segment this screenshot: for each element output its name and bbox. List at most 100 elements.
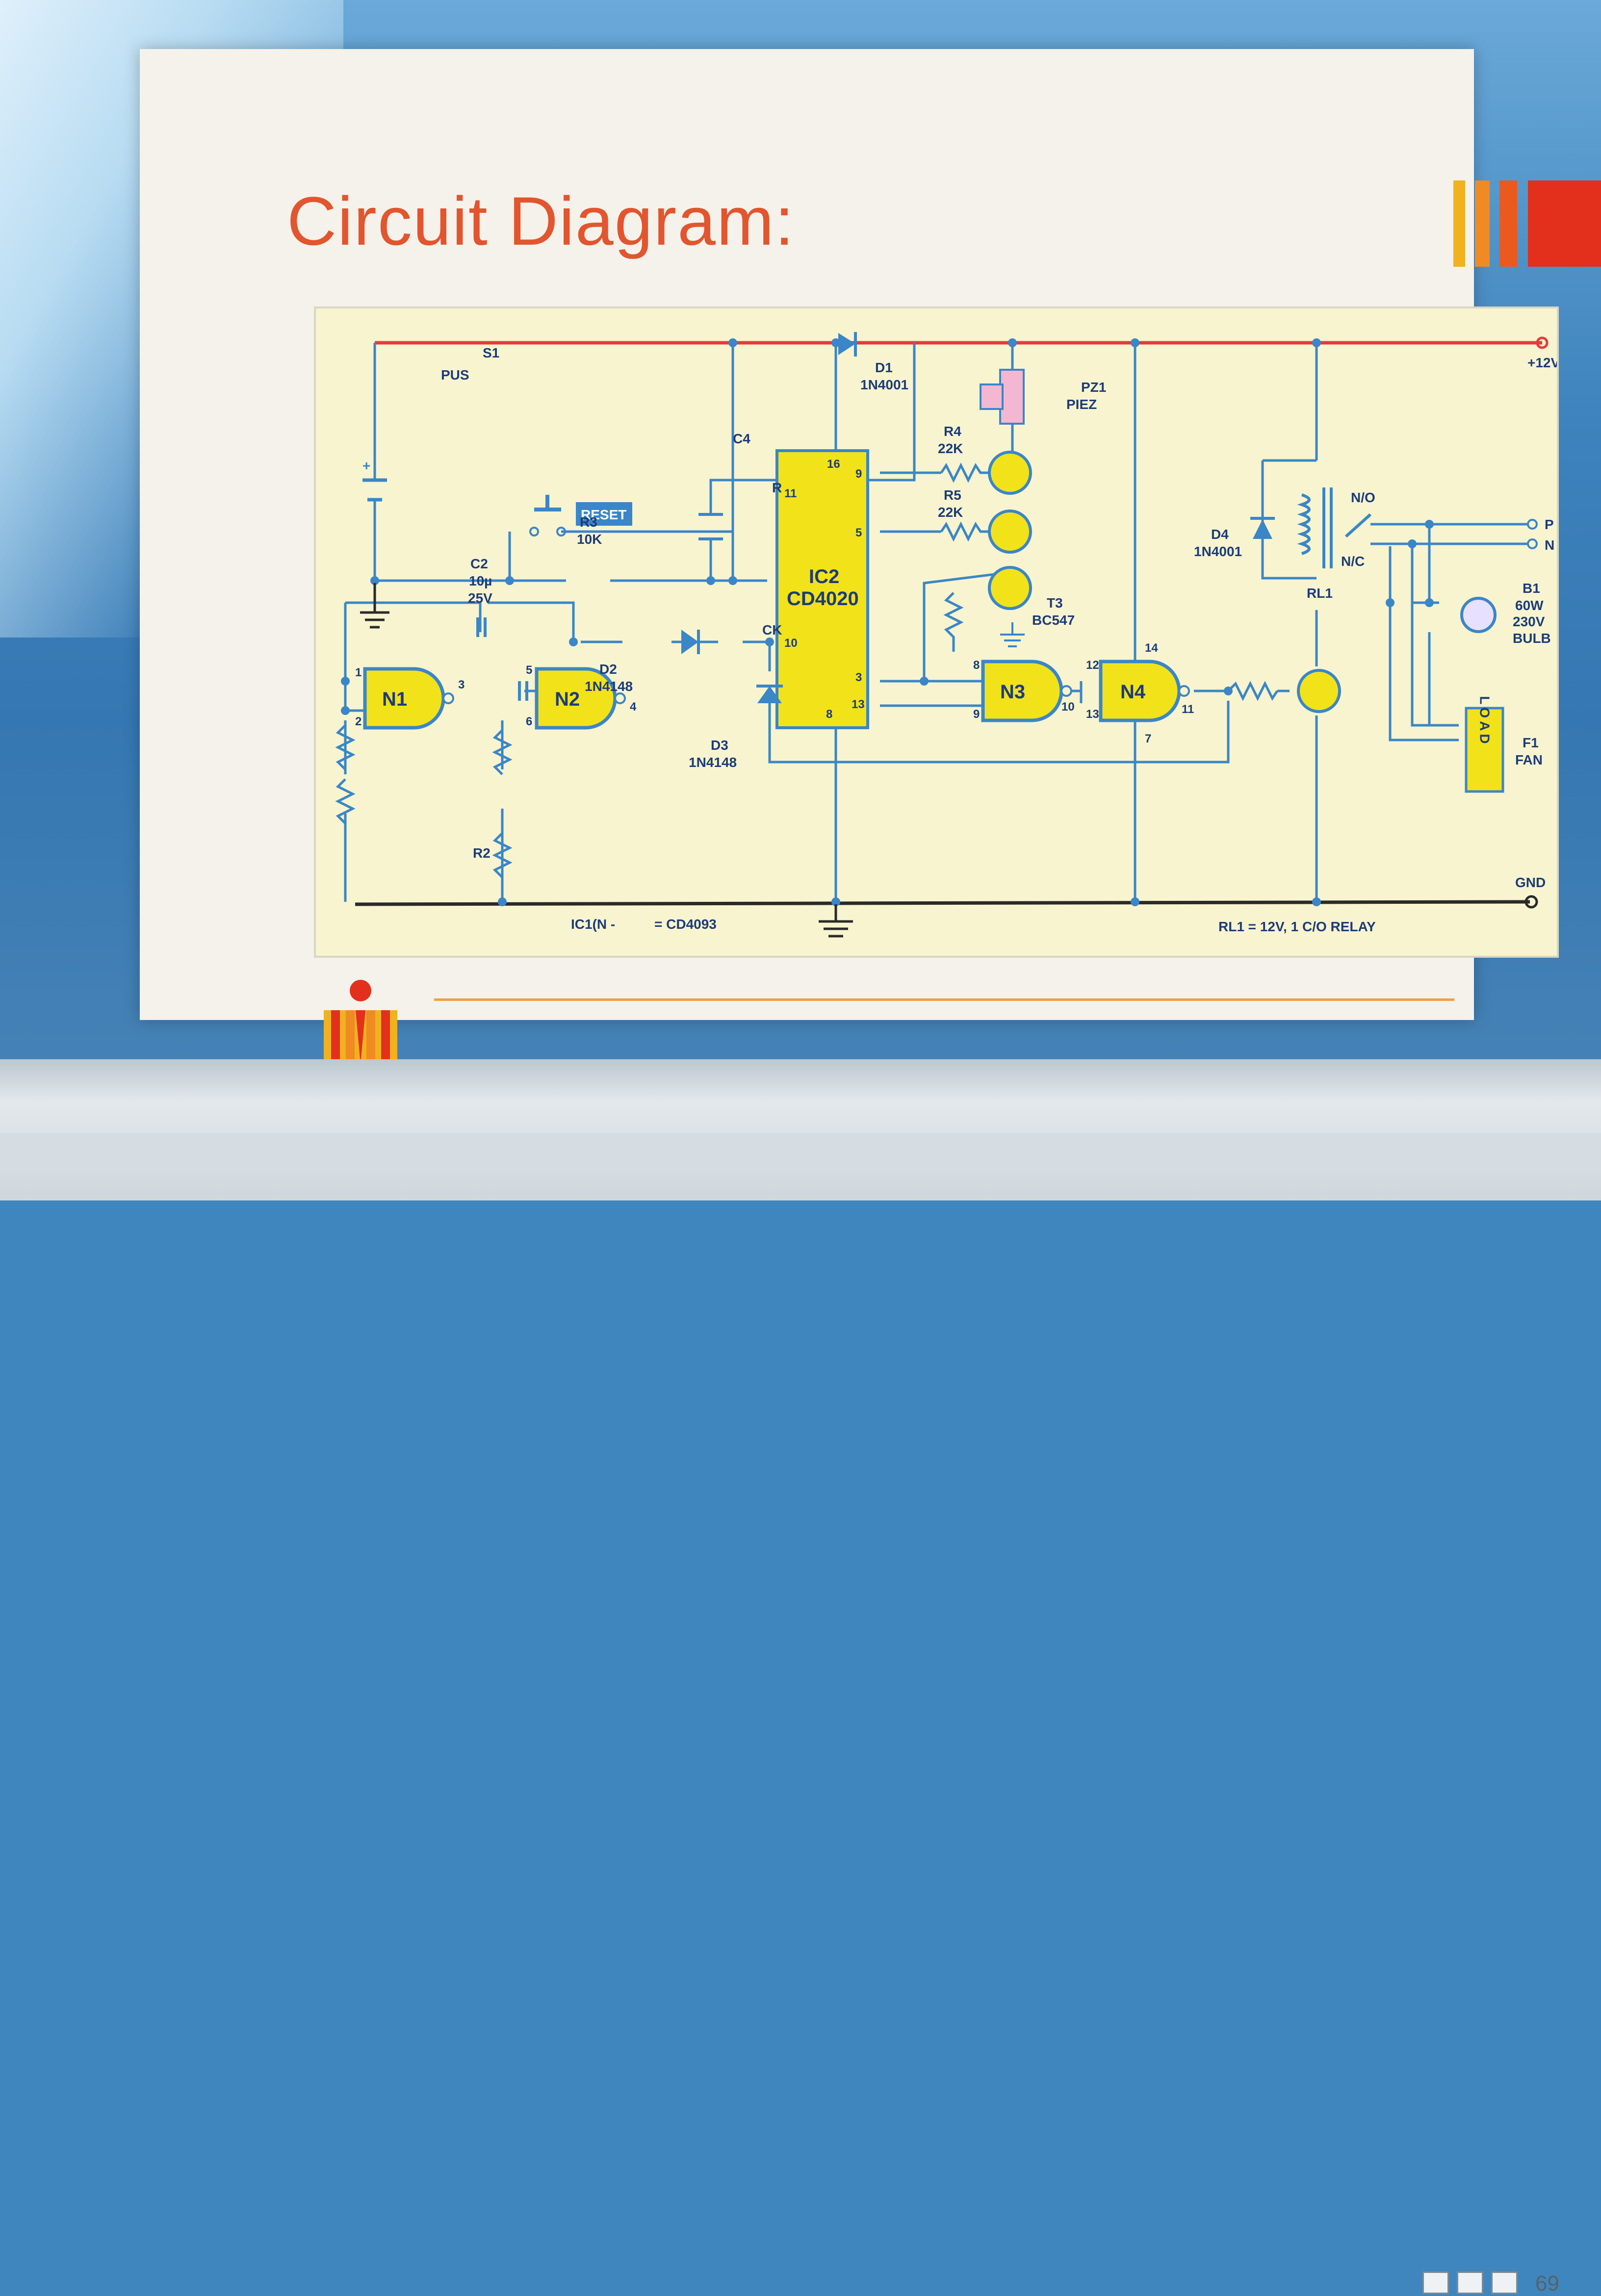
footer-divider <box>434 998 1454 1001</box>
circuit-diagram: + RESET <box>314 306 1559 958</box>
terminal-p <box>1527 519 1538 530</box>
supply-terminal <box>1536 336 1549 349</box>
pz1-label: PZ1 <box>1081 380 1106 395</box>
b1-volt-label: 230V <box>1513 614 1545 629</box>
relay-note-label: RL1 = 12V, 1 C/O RELAY <box>1218 919 1376 934</box>
slide-sorter-view-icon[interactable] <box>1457 2271 1483 2294</box>
junction-dots <box>341 338 1434 906</box>
zoom-level[interactable]: 69 <box>1535 2271 1559 2296</box>
diode-d1-icon <box>838 332 857 357</box>
pin-number: 11 <box>1182 703 1194 716</box>
capacitor-c4-icon <box>698 513 723 540</box>
capacitor-c2-icon <box>476 617 528 701</box>
ic-clock-pin-label: CK <box>762 622 782 638</box>
pin-number: 2 <box>355 715 362 728</box>
r2-label: R2 <box>473 845 491 861</box>
f1-label: F1 <box>1523 735 1539 750</box>
b1-bulb-label: BULB <box>1513 631 1551 646</box>
pin-number: 5 <box>526 663 532 677</box>
piez-label: PIEZ <box>1066 397 1097 412</box>
pin-number: 6 <box>526 715 532 728</box>
supply-label: +12V <box>1527 355 1557 370</box>
d3-label: D3 <box>711 738 728 753</box>
pin-number: 8 <box>826 708 832 721</box>
r3-value-label: 10K <box>577 532 602 547</box>
pin-number: 11 <box>784 487 797 500</box>
d3-part-label: 1N4148 <box>689 755 737 770</box>
status-bar: 69 <box>0 1133 1601 2296</box>
battery-icon <box>362 478 387 502</box>
application-taskbar <box>0 1059 1601 1200</box>
b1-label: B1 <box>1523 581 1540 596</box>
resistor-icon <box>943 592 964 652</box>
t3-part-label: BC547 <box>1032 612 1075 628</box>
ground-icon <box>360 583 389 629</box>
pin-number: 12 <box>1086 659 1099 672</box>
ground-terminal <box>1524 895 1538 909</box>
c2-label: C2 <box>470 556 488 571</box>
reset-label: RESET <box>581 507 626 522</box>
rl1-label: RL1 <box>1307 586 1333 601</box>
slideshow-view-icon[interactable] <box>1491 2271 1518 2294</box>
ic1-part-label: = CD4093 <box>654 917 717 932</box>
bulb-icon <box>1460 597 1497 633</box>
p-label: P <box>1545 517 1554 532</box>
pin-number: 9 <box>973 708 980 721</box>
c4-label: C4 <box>733 431 750 446</box>
terminal-n <box>1527 538 1538 549</box>
gate-n3-label: N3 <box>1000 681 1025 703</box>
r4-value-label: 22K <box>938 441 963 456</box>
normal-view-icon[interactable] <box>1422 2271 1449 2294</box>
transistor-icon <box>988 451 1341 713</box>
ic2-part-label: CD4020 <box>787 588 859 610</box>
d4-label: D4 <box>1211 527 1229 542</box>
pin-number: 5 <box>855 526 862 539</box>
d4-part-label: 1N4001 <box>1194 544 1242 559</box>
pus-label: PUS <box>441 367 469 383</box>
pin-number: 14 <box>1145 641 1158 655</box>
fan-label: FAN <box>1515 752 1543 767</box>
s1-label: S1 <box>483 345 499 360</box>
b1-watt-label: 60W <box>1515 598 1544 613</box>
resistor-icon <box>335 778 356 824</box>
pin-number: 1 <box>355 666 362 679</box>
gate-n2-label: N2 <box>555 689 580 710</box>
presentation-slide: Circuit Diagram: <box>140 49 1601 1064</box>
ground-label: GND <box>1515 875 1546 890</box>
pin-number: 3 <box>458 678 465 691</box>
resistor-r4-icon <box>940 462 998 483</box>
ground-icon <box>819 904 853 938</box>
r5-value-label: 22K <box>938 505 963 520</box>
d1-part-label: 1N4001 <box>860 377 908 392</box>
r4-label: R4 <box>944 424 961 439</box>
ground-icon <box>1000 622 1025 647</box>
piezo-icon <box>999 369 1025 425</box>
relay-coil-icon <box>1297 487 1372 568</box>
diode-d4-icon <box>1250 517 1275 539</box>
resistor-icon <box>1227 681 1279 701</box>
d1-label: D1 <box>875 360 893 375</box>
slide-title: Circuit Diagram: <box>287 182 795 259</box>
no-contact-label: N/O <box>1351 490 1375 505</box>
gate-n4-label: N4 <box>1120 681 1146 703</box>
decor-bar <box>1453 180 1465 267</box>
circuit-svg: + RESET <box>335 332 1557 938</box>
load-box <box>1465 707 1504 793</box>
pin-number: 8 <box>973 659 980 672</box>
r5-label: R5 <box>944 487 961 503</box>
r3-label: R3 <box>580 514 597 530</box>
pin-number: 4 <box>630 700 637 714</box>
decor-bar <box>1475 180 1490 267</box>
load-label: LOAD <box>1477 696 1493 746</box>
pin-number: 7 <box>1145 732 1151 745</box>
svg-text:+: + <box>362 458 370 473</box>
gate-n1-label: N1 <box>382 689 407 710</box>
ic-reset-pin-label: R <box>772 480 782 495</box>
decor-bar <box>1499 180 1517 267</box>
potentiometer-icon <box>335 724 356 770</box>
reset-switch-icon <box>529 495 632 536</box>
c2-voltage-label: 25V <box>468 590 492 606</box>
decor-bar <box>1528 180 1601 267</box>
ic2-label: IC2 <box>809 566 839 587</box>
resistor-r5-icon <box>940 521 998 542</box>
